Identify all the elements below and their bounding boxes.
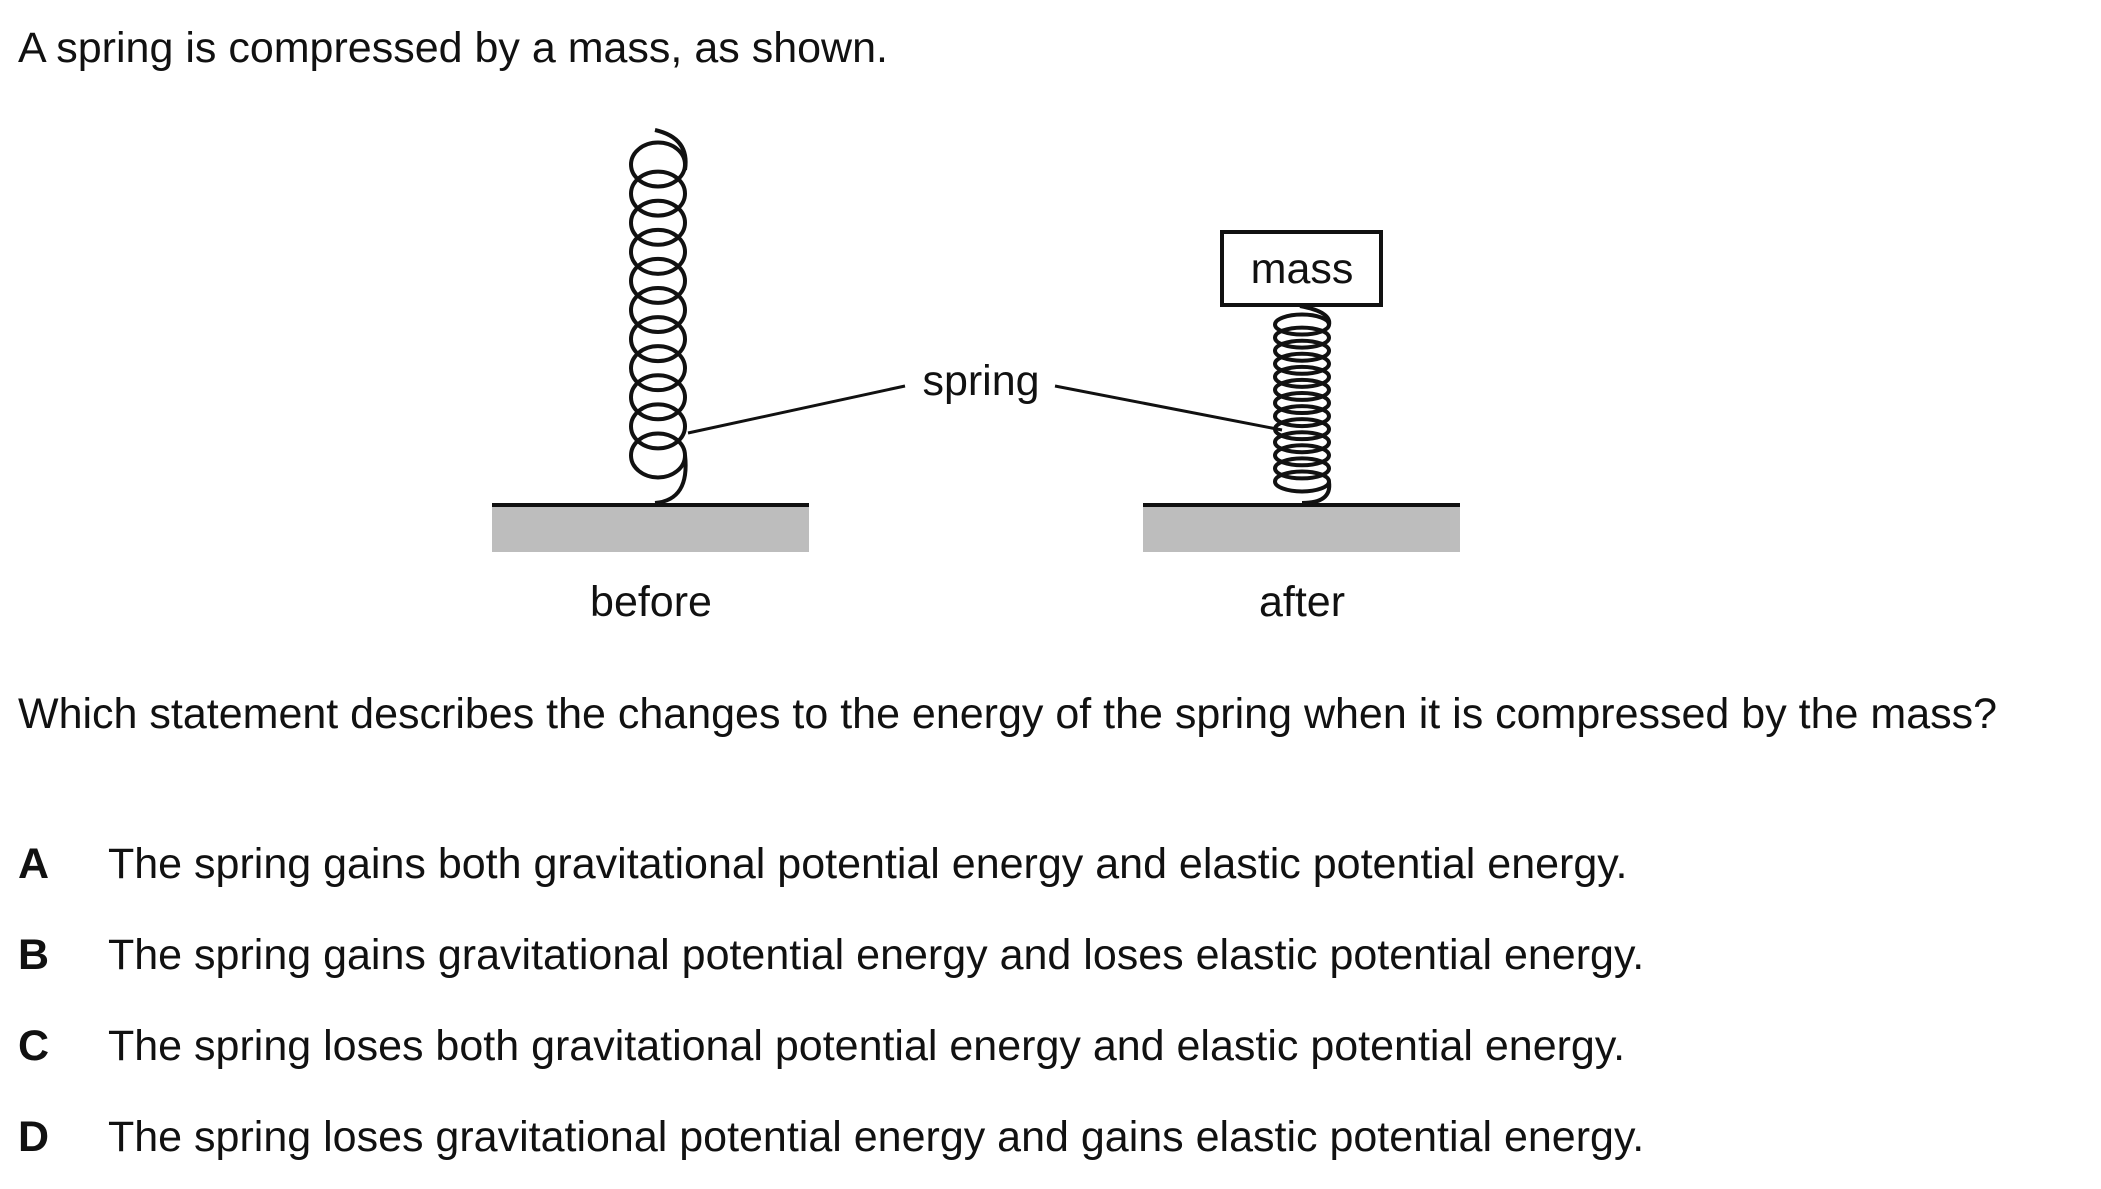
option-letter: A (18, 840, 50, 888)
spring-coil (629, 344, 687, 393)
option-a: A The spring gains both gravitational pot… (18, 838, 1628, 890)
spring-coil (1273, 404, 1331, 429)
option-text: The spring loses gravitational potential… (108, 1113, 1645, 1161)
spring-top-end (1299, 304, 1332, 326)
spring-coil (629, 373, 687, 422)
option-c: C The spring loses both gravitational pot… (18, 1020, 1625, 1072)
after-ground-base (1143, 505, 1460, 552)
after-spring (1273, 304, 1332, 505)
option-letter: D (18, 1113, 50, 1161)
option-text: The spring loses both gravitational pote… (108, 1022, 1626, 1070)
spring-coil (1273, 430, 1331, 455)
spring-coil (629, 402, 687, 451)
spring-diagram: mass spring before after (492, 128, 1460, 626)
spring-coil (1273, 469, 1331, 494)
option-d: D The spring loses gravitational potentia… (18, 1111, 1644, 1163)
mass-box (1220, 230, 1383, 307)
spring-leader-right (1054, 384, 1283, 432)
spring-leader-left (687, 384, 906, 435)
spring-top-end (654, 128, 688, 171)
spring-coil (1273, 443, 1331, 468)
spring-coil (629, 431, 687, 480)
option-text: The spring gains both gravitational pote… (108, 840, 1628, 888)
spring-coil (1273, 456, 1331, 481)
spring-bottom-end (1301, 481, 1332, 505)
spring-coil (629, 227, 687, 276)
question-text: Which statement describes the changes to… (18, 690, 1998, 738)
spring-coil (1273, 325, 1331, 350)
before-spring (629, 128, 688, 505)
spring-coil (1273, 364, 1331, 389)
before-caption: before (590, 578, 712, 626)
spring-coil (629, 169, 687, 218)
option-text: The spring gains gravitational potential… (108, 931, 1645, 979)
option-b: B The spring gains gravitational potentia… (18, 929, 1644, 981)
spring-coil (1273, 351, 1331, 376)
spring-coil (629, 256, 687, 305)
spring-label: spring (922, 357, 1039, 405)
spring-coil (1273, 377, 1331, 402)
spring-coil (1273, 391, 1331, 415)
mass-label: mass (1251, 245, 1354, 293)
before-ground-base (492, 505, 809, 552)
option-letter: B (18, 931, 50, 979)
option-letter: C (18, 1022, 50, 1070)
after-caption: after (1259, 578, 1345, 626)
spring-coil (629, 286, 687, 334)
spring-coil (1273, 338, 1331, 363)
spring-bottom-end (654, 454, 688, 505)
spring-coil (629, 198, 687, 247)
intro-text: A spring is compressed by a mass, as sho… (18, 24, 888, 72)
spring-coil (629, 315, 687, 364)
